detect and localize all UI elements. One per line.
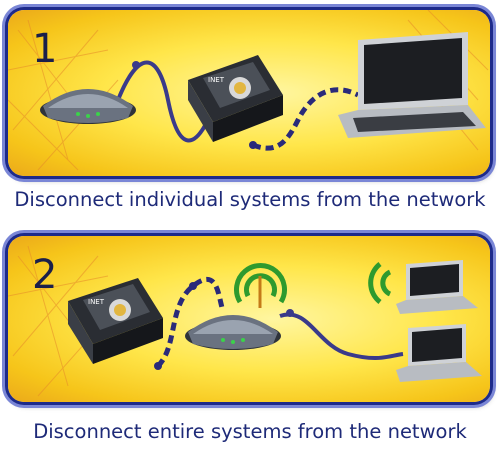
step-2-caption: Disconnect entire systems from the netwo… [33,420,467,443]
step-number-1: 1 [32,26,57,72]
laptop-icon [338,32,486,138]
cable-modem-to-box [116,60,210,143]
laptop-icon [396,260,478,314]
wifi-signal-icon [368,262,392,304]
step-2-illustration: INET [8,245,482,397]
modem-icon [40,89,136,124]
step-2-panel: INET [8,236,490,402]
wifi-signal-icon [234,263,287,304]
step-1-panel: INET 1 [8,10,490,176]
step-1-caption: Disconnect individual systems from the n… [14,188,486,211]
disconnect-box-icon: INET [68,278,163,364]
disconnected-cable [252,87,360,151]
disconnect-box-icon: INET [188,55,283,142]
disconnected-cable [156,276,226,368]
step-1-illustration: INET 1 [8,10,489,171]
cable-connector [132,61,140,69]
cable-router-to-laptop [279,312,404,361]
background-scribble [8,245,119,397]
laptop-icon [396,324,482,382]
step-number-2: 2 [32,252,57,298]
wireless-router-icon [185,315,281,350]
device-label: INET [88,298,105,306]
device-label: INET [208,76,225,84]
